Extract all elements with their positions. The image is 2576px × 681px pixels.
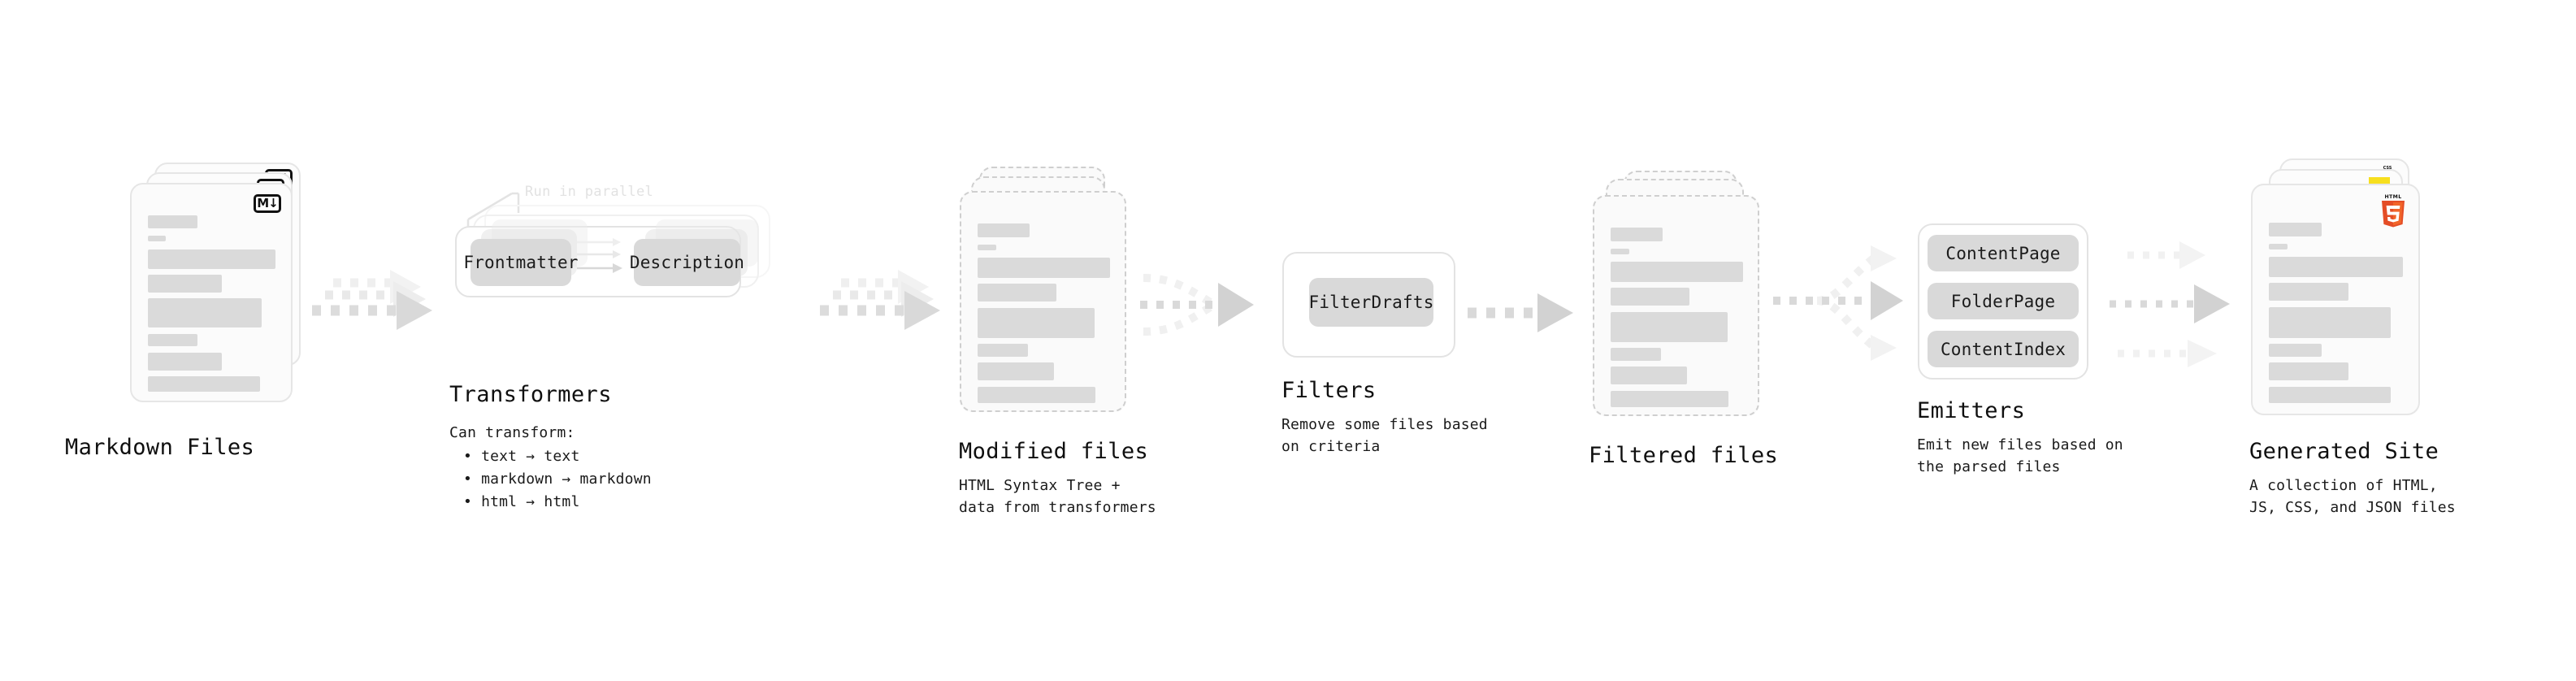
transformer-chip-frontmatter[interactable]: Frontmatter [463,239,578,286]
skeleton-bar [148,376,260,392]
skeleton-bar [1611,348,1661,361]
skeleton-bar [978,362,1054,380]
transformer-inner-arrows-icon [577,238,622,273]
skeleton-bar [978,223,1030,237]
modified-card-skeleton [961,193,1125,410]
stage-title: Markdown Files [65,435,255,460]
skeleton-bar [978,245,996,250]
arrow-triple-stacked-icon [312,270,432,330]
skeleton-bar [148,236,166,241]
skeleton-bar [2269,344,2322,357]
site-card-skeleton [2253,185,2418,414]
stage-title: Emitters [1917,398,2026,423]
arrow-emitters-to-site [2103,237,2249,367]
stage-modified-files: Modified files HTML Syntax Tree + data f… [959,167,1156,516]
svg-text:CSS: CSS [2383,166,2392,171]
stage-title: Transformers [449,382,612,407]
stage-subtitle: HTML Syntax Tree + data from transformer… [959,477,1156,516]
modified-card-front [960,191,1126,412]
skeleton-bar [2269,387,2391,403]
skeleton-bar [148,298,262,327]
chip-label: ContentPage [1945,243,2061,263]
skeleton-bar [1611,288,1689,306]
transformer-chip-description[interactable]: Description [630,239,744,286]
skeleton-bar [148,334,197,346]
stage-subtitle: Emit new files based on the parsed files [1917,436,2123,475]
arrow-modified-to-filters [1134,260,1264,354]
chip-label: FolderPage [1950,291,2056,311]
site-file-stack: CSS HTML [2251,158,2438,427]
filter-chip-filterdrafts[interactable]: FilterDrafts [1308,278,1434,327]
transform-list-item: • html → html [463,493,580,510]
filtered-file-stack [1593,171,1763,423]
skeleton-bar [2269,283,2348,301]
stage-title: Generated Site [2249,439,2439,464]
skeleton-bar [2269,257,2403,277]
stage-title: Modified files [959,439,1149,464]
skeleton-bar [148,215,197,228]
arrow-diverging-icon [1773,245,1903,361]
skeleton-bar [148,249,275,269]
html5-icon-svg: HTML [2382,194,2405,228]
skeleton-bar [1611,391,1728,407]
stage-filtered-files: Filtered files [1589,171,1778,468]
arrow-single-icon [1468,293,1573,332]
arrow-filtered-to-emitters [1772,244,1910,362]
skeleton-bar [2269,223,2322,236]
skeleton-bar [978,308,1095,338]
site-card-front-html: HTML [2251,184,2420,415]
skeleton-bar [1611,249,1629,254]
skeleton-bar [1611,228,1663,241]
transform-list-item: • text → text [463,448,580,465]
chip-label: Frontmatter [463,253,579,272]
skeleton-bar [1611,312,1728,342]
arrow-markdown-to-transformers [309,268,447,341]
parallel-label: Run in parallel [525,184,654,200]
markdown-icon: M↓ [254,194,281,213]
emitter-chip-folderpage[interactable]: FolderPage [1928,283,2079,319]
stage-markdown-files: M↓ M↓ M↓ Markdown Files [65,163,309,460]
stage-title: Filtered files [1589,443,1779,468]
skeleton-bar [978,284,1056,301]
stage-subtitle: Can transform: [449,424,575,441]
emitter-chip-contentpage[interactable]: ContentPage [1928,235,2079,271]
arrow-triple-stacked-icon [820,270,940,330]
emitter-chip-contentindex[interactable]: ContentIndex [1928,331,2079,367]
arrow-converging-icon [1140,274,1254,336]
svg-text:HTML: HTML [2384,194,2401,200]
modified-file-stack [960,167,1134,419]
chip-label: Description [629,253,745,272]
filtered-card-front [1593,195,1759,416]
skeleton-bar [1611,367,1687,384]
skeleton-bar [2269,362,2348,380]
stage-title: Filters [1281,378,1377,403]
stage-generated-site: CSS HTML [2249,158,2456,516]
transform-list-item: • markdown → markdown [463,471,652,488]
skeleton-bar [978,344,1028,357]
filtered-card-skeleton [1594,197,1758,414]
chip-label: FilterDrafts [1308,293,1434,312]
skeleton-bar [2269,307,2391,338]
skeleton-bar [978,387,1095,403]
html5-icon: HTML [2378,192,2409,228]
markdown-card-skeleton [132,184,291,401]
skeleton-bar [1611,262,1743,282]
arrow-filters-to-filtered [1463,286,1585,343]
stage-subtitle: Remove some files based on criteria [1281,416,1488,455]
arrow-transformers-to-modified [817,268,955,341]
stage-subtitle: A collection of HTML, JS, CSS, and JSON … [2249,477,2456,516]
markdown-card-front: M↓ [130,183,293,402]
arrow-triple-parallel-icon [2110,241,2230,367]
skeleton-bar [148,275,222,293]
skeleton-bar [2269,244,2288,249]
chip-label: ContentIndex [1940,339,2066,359]
skeleton-bar [978,258,1110,278]
skeleton-bar [148,353,222,371]
markdown-file-stack: M↓ M↓ M↓ [130,163,309,423]
